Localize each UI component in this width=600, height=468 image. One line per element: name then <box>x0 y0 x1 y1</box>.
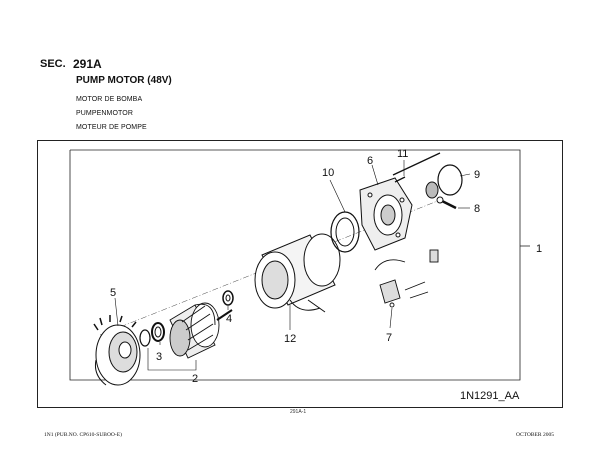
field-coil-part <box>254 233 341 313</box>
commutator-housing-part <box>359 177 413 251</box>
section-number: 291A <box>73 57 102 71</box>
gasket-part <box>330 211 360 253</box>
callout-7: 7 <box>386 332 392 344</box>
end-cover-part <box>425 164 463 199</box>
washer-part <box>222 290 234 306</box>
callout-3: 3 <box>156 351 162 363</box>
callout-2: 2 <box>192 373 198 385</box>
leader-lines <box>114 160 471 371</box>
assembly-outline <box>69 149 530 381</box>
callout-9: 9 <box>474 169 480 181</box>
page-number: 291A-1 <box>290 409 307 415</box>
center-axis-line <box>99 199 441 336</box>
page-title: PUMP MOTOR (48V) <box>76 75 172 86</box>
subtitle-french: MOTEUR DE POMPE <box>76 124 147 131</box>
callout-11: 11 <box>397 148 408 160</box>
brush-holder-part <box>374 249 439 308</box>
callout-10: 10 <box>322 167 334 179</box>
drawing-code: 1N1291_AA <box>460 390 520 402</box>
diagram-frame <box>37 140 563 408</box>
bearing-part <box>139 322 165 347</box>
subtitle-german: PUMPENMOTOR <box>76 110 133 117</box>
publication-date: OCTOBER 2005 <box>516 432 554 438</box>
screw-part <box>436 196 457 210</box>
through-bolt-part <box>392 152 441 183</box>
callout-6: 6 <box>367 155 373 167</box>
callout-4: 4 <box>226 313 232 325</box>
callout-5: 5 <box>110 287 116 299</box>
section-label: SEC. <box>40 58 66 70</box>
subtitle-spanish: MOTOR DE BOMBA <box>76 96 143 103</box>
armature-part <box>169 302 233 359</box>
callout-12: 12 <box>284 333 296 345</box>
publication-number: 1N1 (PUB.NO. CP610-SUBOO-E) <box>44 432 122 438</box>
callout-1: 1 <box>536 243 542 255</box>
callout-8: 8 <box>474 203 480 215</box>
end-housing-part <box>93 315 141 386</box>
